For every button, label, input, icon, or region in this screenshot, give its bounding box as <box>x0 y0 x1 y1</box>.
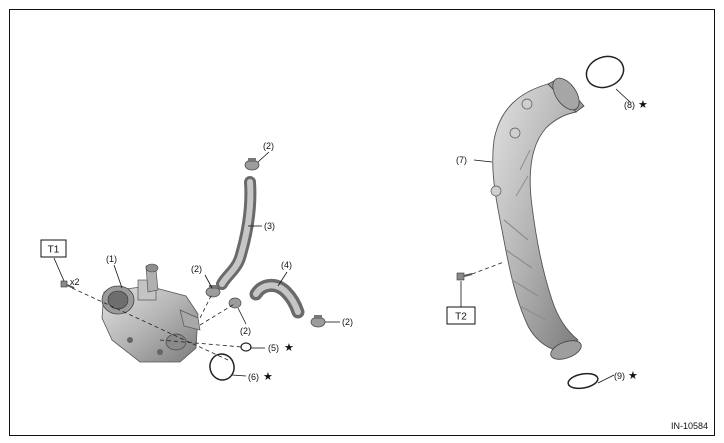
star-6: ★ <box>263 371 273 383</box>
torque-label-t1: T1 <box>48 245 60 256</box>
thermostat-housing <box>101 263 201 363</box>
diagram-border <box>9 9 715 436</box>
torque-box-t2 <box>446 306 476 325</box>
callout-3: (3) <box>264 221 275 231</box>
callout-1: (1) <box>106 254 117 264</box>
quantity-note: x2 <box>70 277 80 287</box>
callout-8: (8) <box>624 100 635 110</box>
bolt-t2 <box>456 272 473 281</box>
callout-4: (4) <box>281 260 292 270</box>
o-ring-9 <box>567 372 599 390</box>
clamp-2-top <box>244 158 260 171</box>
callout-2-mid: (2) <box>191 264 202 274</box>
clamp-2-mid <box>205 285 221 298</box>
clamp-2-right <box>310 315 326 328</box>
torque-box-t1 <box>40 239 67 258</box>
callout-5: (5) <box>268 343 279 353</box>
star-5: ★ <box>284 342 294 354</box>
intake-pipe <box>490 77 585 360</box>
callout-9: (9) <box>614 371 625 381</box>
o-ring-8 <box>585 55 625 89</box>
figure-id: IN-10584 <box>671 421 708 431</box>
star-9: ★ <box>628 370 638 382</box>
o-ring-6 <box>209 353 235 381</box>
callout-6: (6) <box>248 372 259 382</box>
star-8: ★ <box>638 99 648 111</box>
callout-7: (7) <box>456 155 467 165</box>
torque-label-t2: T2 <box>455 312 467 323</box>
callout-2-low: (2) <box>240 326 251 336</box>
o-ring-5 <box>240 342 252 352</box>
callout-2-top: (2) <box>263 141 274 151</box>
callout-2-right: (2) <box>342 317 353 327</box>
